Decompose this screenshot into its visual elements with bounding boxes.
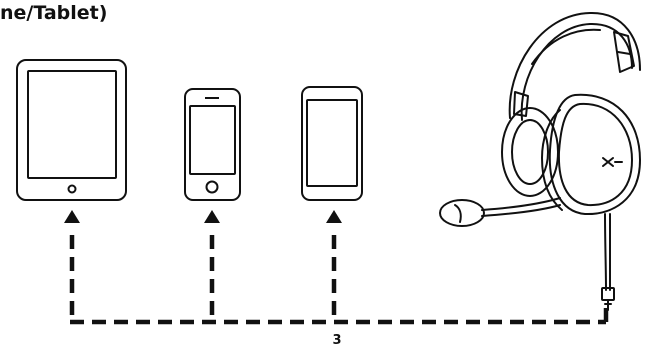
arrow-up-icons — [64, 210, 342, 223]
android-phone-icon — [301, 86, 363, 201]
dashed-connection-lines — [69, 235, 609, 325]
tablet-icon — [16, 59, 127, 201]
headset-icon — [439, 11, 641, 311]
page-heading: ne/Tablet) — [0, 2, 108, 24]
step-number: 3 — [332, 333, 342, 348]
iphone-icon — [184, 88, 241, 201]
